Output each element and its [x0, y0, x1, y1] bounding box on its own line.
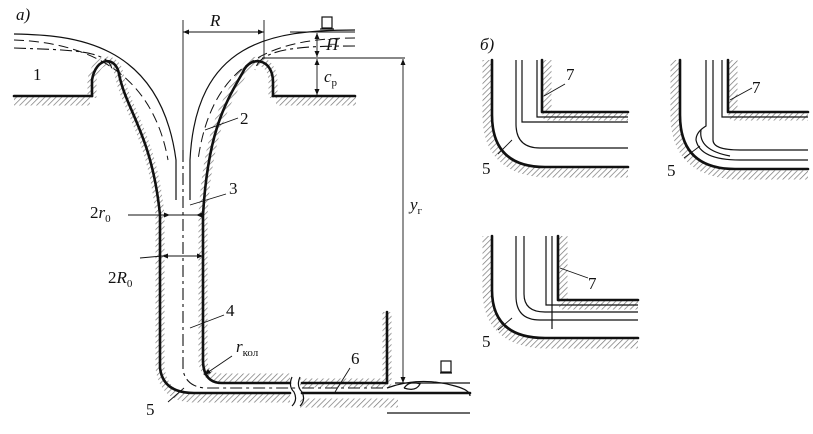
v1-label-5: 5	[482, 159, 491, 178]
h-dim-arrows	[314, 33, 320, 57]
rkol-label: rкол	[236, 337, 259, 359]
label-1: 1	[33, 65, 42, 84]
flow-centerline	[182, 150, 385, 389]
v2-lining	[721, 60, 808, 118]
v3-label-5: 5	[482, 332, 491, 351]
v2-label-5: 5	[667, 161, 676, 180]
v3-leader-7	[559, 267, 589, 279]
v2-outer-wall	[678, 58, 810, 171]
shaft-left-wall	[90, 59, 292, 395]
leader-5	[167, 387, 185, 403]
nappe-left-upper	[13, 33, 177, 200]
yg-label: yг	[408, 195, 423, 217]
left-flow-centerline	[13, 47, 113, 71]
leader-6	[334, 367, 351, 393]
v2-leader-5	[683, 145, 701, 159]
v1-label-7: 7	[566, 65, 575, 84]
v1-hatch-outer	[482, 60, 628, 178]
v2-liner-outer	[695, 60, 808, 161]
nappe-right-dashed	[197, 37, 356, 161]
v3-outer-wall	[490, 234, 640, 340]
v2-leader-7	[729, 87, 753, 101]
bend-variant-1: 7 5	[482, 58, 630, 178]
tailwater-level-marker	[440, 360, 452, 373]
v2-deflector	[700, 129, 731, 157]
outlet-swirl	[403, 382, 421, 390]
nappe-left-dashed	[13, 39, 169, 161]
panel-a-label: а)	[16, 5, 31, 24]
label-5: 5	[146, 400, 155, 419]
v3-liner-outer	[515, 236, 638, 321]
v2-label-7: 7	[752, 78, 761, 97]
hatch-shaft-left-wall	[87, 56, 290, 403]
v1-lining	[536, 60, 628, 118]
v3-leader-5	[497, 317, 513, 331]
v1-hatch-inner	[542, 60, 628, 121]
v3-label-7: 7	[588, 274, 597, 293]
break-mark-left	[289, 376, 297, 407]
v1-leader-5	[497, 139, 513, 155]
R0-dim-line	[139, 255, 203, 259]
cp-label: cр	[324, 67, 338, 89]
v2-hatch-inner	[728, 60, 808, 121]
v1-liner-inner	[521, 60, 628, 123]
v2-hatch-outer	[670, 60, 808, 180]
v3-hatch-outer	[482, 236, 638, 349]
label-6: 6	[351, 349, 360, 368]
break-mark-right	[297, 376, 305, 407]
r-label: R	[209, 11, 221, 30]
v2-inner-wall	[726, 58, 810, 114]
label-2: 2	[240, 109, 249, 128]
h-label: H	[325, 35, 340, 54]
v3-hatch-inner	[558, 236, 638, 310]
r0-label: 2r0	[90, 203, 111, 225]
v1-leader-7	[543, 83, 566, 97]
v3-inner-wall	[556, 234, 640, 302]
leader-2	[204, 117, 239, 131]
panel-a: а) R H cр yг 2r0 2R0 rкол 1 2 3 4 5 6	[12, 5, 472, 419]
R0-label: 2R0	[108, 268, 133, 290]
v3-liner-inner	[523, 236, 638, 313]
bend-variant-2: 7 5	[667, 58, 810, 180]
v1-inner-wall	[540, 58, 630, 114]
bend-variant-3: 7 5	[482, 234, 640, 351]
v3-lining	[545, 236, 638, 306]
leader-3	[189, 193, 227, 206]
headwater-level-marker	[321, 16, 333, 29]
v1-outer-wall	[490, 58, 630, 169]
rkol-arrow	[204, 369, 211, 375]
leader-4	[189, 314, 225, 329]
panel-b-label: б)	[480, 35, 495, 54]
right-flow-centerline	[254, 45, 356, 71]
nappe-right-upper	[189, 29, 356, 200]
shaft-right-wall	[201, 59, 292, 385]
panel-b: б) 7 5 7 5	[480, 35, 810, 351]
label-4: 4	[226, 301, 235, 320]
outlet-jet	[386, 380, 471, 397]
v1-liner-outer	[515, 60, 628, 149]
v2-liner-inner	[712, 60, 808, 151]
hatch-tunnel-ceiling	[300, 312, 392, 388]
label-3: 3	[229, 179, 238, 198]
